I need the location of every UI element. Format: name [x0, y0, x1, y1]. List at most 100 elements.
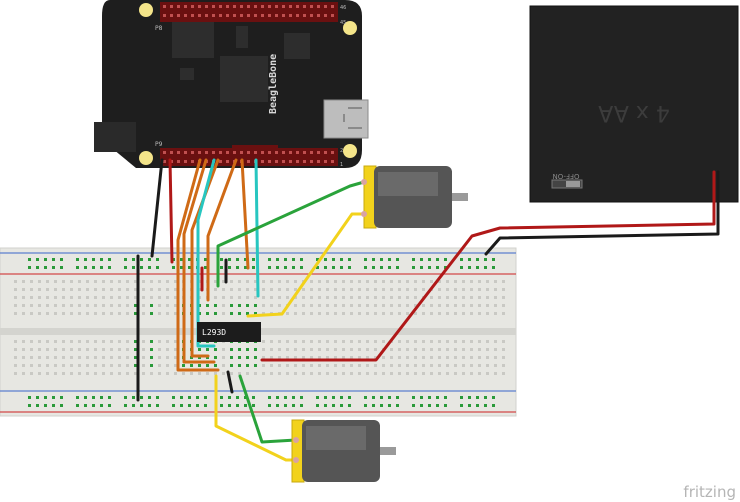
- breadboard-hole: [366, 356, 369, 359]
- breadboard-hole: [486, 340, 489, 343]
- breadboard-hole: [126, 304, 129, 307]
- breadboard-hole: [94, 364, 97, 367]
- breadboard-hole: [230, 280, 233, 283]
- breadboard-hole: [326, 312, 329, 315]
- pin-45-label: 45: [340, 20, 346, 26]
- wire-black-short-2: [226, 370, 234, 394]
- breadboard-hole: [28, 396, 31, 399]
- breadboard-hole: [222, 288, 225, 291]
- breadboard-hole: [350, 312, 353, 315]
- breadboard-hole: [214, 348, 217, 351]
- breadboard-hole: [46, 372, 49, 375]
- breadboard-hole: [268, 404, 271, 407]
- breadboard-hole: [364, 396, 367, 399]
- breadboard-hole: [332, 258, 335, 261]
- breadboard-hole: [340, 404, 343, 407]
- breadboard-hole: [294, 348, 297, 351]
- breadboard-hole: [30, 304, 33, 307]
- breadboard-hole: [46, 304, 49, 307]
- breadboard-hole: [126, 288, 129, 291]
- breadboard-hole: [150, 348, 153, 351]
- breadboard-hole: [436, 258, 439, 261]
- breadboard-hole: [486, 372, 489, 375]
- breadboard-hole: [484, 258, 487, 261]
- breadboard-hole: [446, 340, 449, 343]
- breadboard-hole: [372, 404, 375, 407]
- breadboard-hole: [390, 280, 393, 283]
- breadboard-hole: [230, 312, 233, 315]
- breadboard-hole: [166, 288, 169, 291]
- breadboard-hole: [100, 266, 103, 269]
- breadboard-hole: [28, 266, 31, 269]
- breadboard-hole: [374, 312, 377, 315]
- breadboard-hole: [454, 288, 457, 291]
- breadboard-hole: [70, 312, 73, 315]
- header-pin: [219, 5, 222, 8]
- header-pin: [198, 151, 201, 154]
- breadboard-hole: [214, 288, 217, 291]
- breadboard-hole: [484, 266, 487, 269]
- breadboard-hole: [396, 396, 399, 399]
- breadboard-hole: [278, 356, 281, 359]
- breadboard-hole: [430, 348, 433, 351]
- breadboard-hole: [126, 372, 129, 375]
- breadboard-hole: [310, 348, 313, 351]
- breadboard-hole: [502, 340, 505, 343]
- breadboard-hole: [262, 340, 265, 343]
- breadboard-hole: [390, 372, 393, 375]
- chip-processor: [220, 56, 268, 102]
- breadboard-hole: [174, 296, 177, 299]
- breadboard-hole: [326, 340, 329, 343]
- breadboard-hole: [86, 280, 89, 283]
- header-pin: [212, 151, 215, 154]
- breadboard-hole: [118, 296, 121, 299]
- breadboard-hole: [334, 304, 337, 307]
- breadboard-hole: [262, 288, 265, 291]
- breadboard-hole: [300, 404, 303, 407]
- breadboard-hole: [462, 356, 465, 359]
- breadboard-hole: [94, 356, 97, 359]
- breadboard-hole: [358, 304, 361, 307]
- header-pin: [163, 160, 166, 163]
- header-pin: [289, 14, 292, 17]
- breadboard-hole: [230, 304, 233, 307]
- breadboard-hole: [14, 280, 17, 283]
- pin-46-label: 46: [340, 5, 346, 11]
- breadboard-hole: [22, 348, 25, 351]
- breadboard-hole: [36, 396, 39, 399]
- breadboard-hole: [438, 372, 441, 375]
- header-pin: [177, 160, 180, 163]
- breadboard-hole: [94, 340, 97, 343]
- breadboard-hole: [262, 348, 265, 351]
- breadboard-hole: [502, 348, 505, 351]
- breadboard-hole: [222, 304, 225, 307]
- breadboard-hole: [422, 288, 425, 291]
- breadboard-hole: [390, 364, 393, 367]
- motor-bottom-terminal-2: [293, 457, 299, 463]
- breadboard-hole: [86, 348, 89, 351]
- breadboard-hole: [44, 404, 47, 407]
- breadboard-hole: [470, 288, 473, 291]
- breadboard-hole: [238, 348, 241, 351]
- breadboard-hole: [38, 296, 41, 299]
- power-switch-knob[interactable]: [566, 181, 580, 187]
- breadboard-hole: [318, 356, 321, 359]
- breadboard-hole: [44, 258, 47, 261]
- breadboard-hole: [284, 266, 287, 269]
- breadboard-hole: [438, 312, 441, 315]
- breadboard-hole: [190, 372, 193, 375]
- breadboard-hole: [132, 396, 135, 399]
- breadboard-hole: [62, 304, 65, 307]
- breadboard-hole: [252, 396, 255, 399]
- breadboard-hole: [198, 372, 201, 375]
- breadboard-hole: [262, 356, 265, 359]
- breadboard-hole: [230, 372, 233, 375]
- breadboard-hole: [342, 280, 345, 283]
- board-name-label: BeagleBone: [268, 54, 279, 114]
- breadboard-hole: [478, 280, 481, 283]
- header-pin: [310, 151, 313, 154]
- breadboard-hole: [228, 258, 231, 261]
- breadboard-hole: [84, 258, 87, 261]
- breadboard-hole: [230, 288, 233, 291]
